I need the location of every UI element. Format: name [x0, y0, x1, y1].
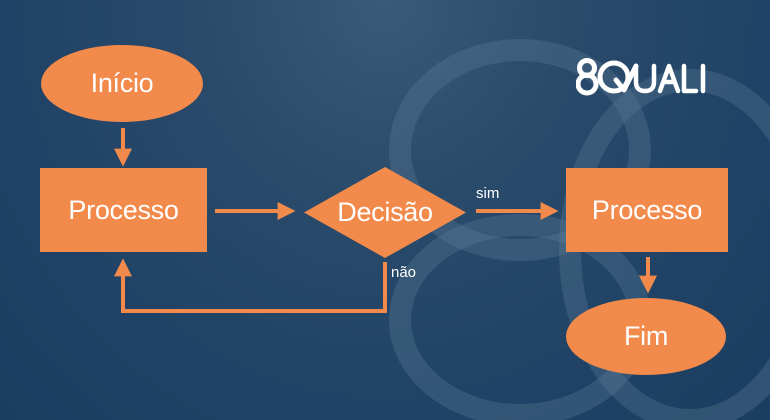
process-node-left-label: Processo: [68, 194, 179, 225]
arrow-decision-loop-no: [114, 258, 387, 313]
brand-logo: [576, 58, 706, 96]
edge-label-yes: sim: [476, 185, 500, 202]
decision-node: Decisão: [304, 167, 466, 258]
decision-diamond: [304, 167, 466, 258]
process-node-right: Processo: [566, 168, 728, 252]
process-node-right-label: Processo: [591, 194, 703, 225]
end-node: Fim: [566, 298, 726, 375]
start-node-label: Início: [90, 68, 154, 98]
decision-node-label: Decisão: [337, 197, 433, 227]
end-node-label: Fim: [623, 321, 669, 351]
start-node: Início: [41, 45, 203, 122]
process-node-left: Processo: [40, 168, 207, 252]
edge-label-no: não: [391, 264, 417, 281]
